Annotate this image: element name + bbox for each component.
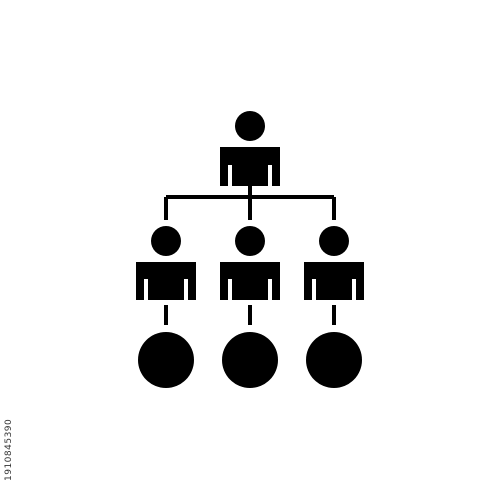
circle-node-icon-right [306, 332, 362, 388]
member-person-icon-middle [220, 226, 280, 300]
circle-node-icon-middle [222, 332, 278, 388]
member-person-icon-left [136, 226, 196, 300]
circle-node-icon-left [138, 332, 194, 388]
node-stems [164, 305, 336, 325]
top-person-icon [220, 111, 280, 186]
connector-lines [164, 186, 336, 220]
stock-id-label: 1910845390 [4, 418, 14, 481]
member-person-icon-right [304, 226, 364, 300]
